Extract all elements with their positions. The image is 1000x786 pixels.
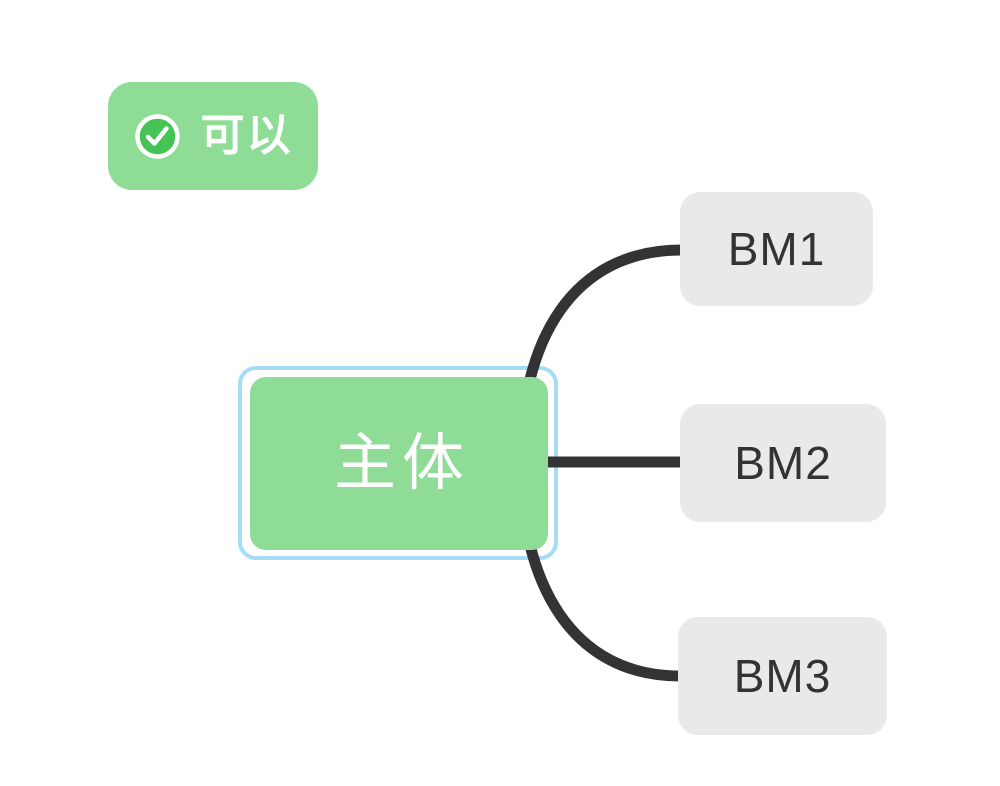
root-node[interactable]: 主体	[250, 377, 548, 550]
root-node-label: 主体	[333, 428, 470, 498]
node-bm1-label: BM1	[727, 223, 826, 275]
badge-label: 可以	[200, 111, 293, 160]
node-bm2-label: BM2	[734, 437, 832, 489]
node-bm3-label: BM3	[733, 650, 832, 702]
node-bm2[interactable]: BM2	[680, 404, 886, 522]
approval-badge: 可以	[108, 82, 318, 190]
node-bm1[interactable]: BM1	[680, 192, 873, 306]
node-bm3[interactable]: BM3	[678, 617, 887, 735]
check-circle-icon	[134, 113, 180, 159]
